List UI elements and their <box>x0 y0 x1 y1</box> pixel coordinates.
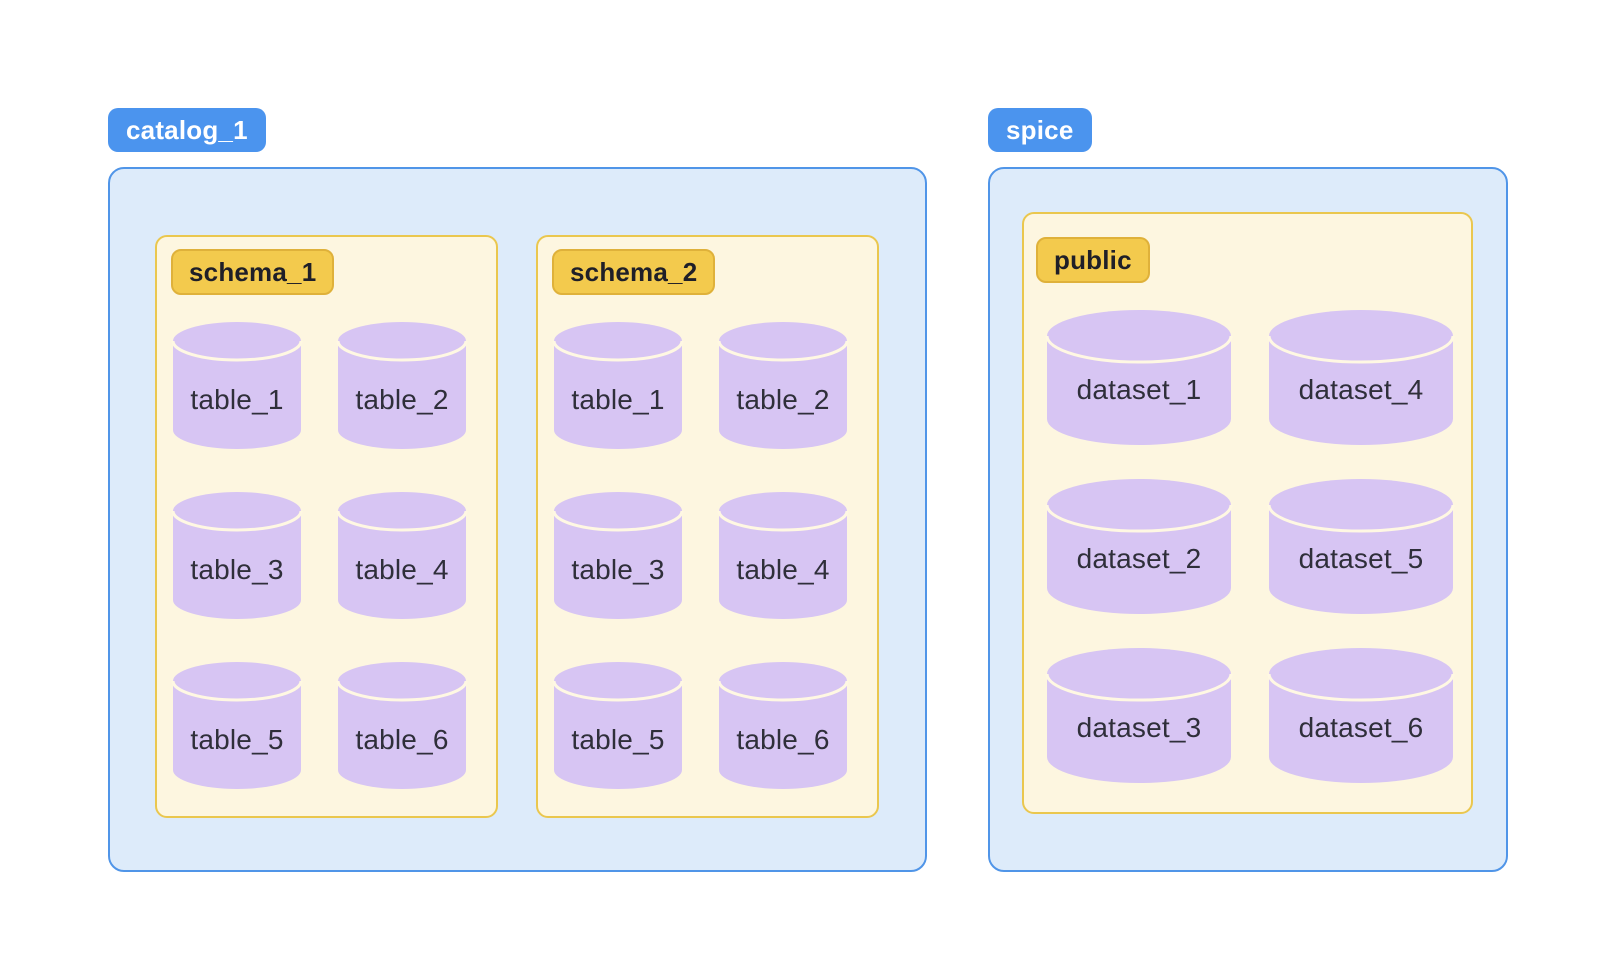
table-cylinder: table_2 <box>336 322 468 449</box>
table-label: table_6 <box>355 723 449 755</box>
table-cylinder: table_4 <box>336 492 468 619</box>
schema-1-badge: schema_1 <box>171 249 335 295</box>
table-label: table_5 <box>571 723 665 755</box>
database-cylinder-icon <box>171 492 303 619</box>
table-cylinder: table_6 <box>717 662 849 789</box>
schema-2-badge: schema_2 <box>552 249 716 295</box>
table-cylinder: table_2 <box>717 322 849 449</box>
table-cylinder: table_1 <box>171 322 303 449</box>
database-cylinder-icon <box>717 662 849 789</box>
table-label: table_2 <box>736 383 830 415</box>
catalog-badge: catalog_1 <box>108 108 266 152</box>
database-cylinder-icon <box>1267 648 1455 783</box>
table-label: table_3 <box>190 553 284 585</box>
schema-1-table-grid: table_1 table_2 tabl <box>171 322 468 789</box>
dataset-label: dataset_4 <box>1298 373 1424 405</box>
table-cylinder: table_5 <box>171 662 303 789</box>
dataset-cylinder: dataset_3 <box>1045 648 1233 783</box>
public-box: public dataset_1 datas <box>1022 212 1473 814</box>
table-label: table_3 <box>571 553 665 585</box>
table-label: table_1 <box>571 383 665 415</box>
table-cylinder: table_1 <box>552 322 684 449</box>
database-cylinder-icon <box>552 662 684 789</box>
database-cylinder-icon <box>717 492 849 619</box>
dataset-cylinder: dataset_5 <box>1267 479 1455 614</box>
dataset-label: dataset_2 <box>1076 542 1202 574</box>
table-cylinder: table_3 <box>552 492 684 619</box>
public-dataset-grid: dataset_1 dataset_4 <box>1045 310 1455 783</box>
schema-1-box: schema_1 table_1 table <box>155 235 498 818</box>
dataset-cylinder: dataset_1 <box>1045 310 1233 445</box>
catalog-1-group: catalog_1 schema_1 table_1 <box>108 108 927 872</box>
database-cylinder-icon <box>717 322 849 449</box>
dataset-label: dataset_5 <box>1298 542 1424 574</box>
table-label: table_4 <box>736 553 830 585</box>
catalog-container: schema_1 table_1 table <box>108 167 927 872</box>
database-hierarchy-diagram: catalog_1 schema_1 table_1 <box>108 108 1508 872</box>
table-label: table_1 <box>190 383 284 415</box>
database-cylinder-icon <box>552 492 684 619</box>
public-badge: public <box>1036 237 1150 283</box>
database-cylinder-icon <box>336 492 468 619</box>
schema-2-table-grid: table_1 table_2 tabl <box>552 322 849 789</box>
database-cylinder-icon <box>1267 479 1455 614</box>
database-cylinder-icon <box>1045 310 1233 445</box>
database-cylinder-icon <box>1045 479 1233 614</box>
spice-container: public dataset_1 datas <box>988 167 1508 872</box>
table-label: table_5 <box>190 723 284 755</box>
table-label: table_4 <box>355 553 449 585</box>
database-cylinder-icon <box>552 322 684 449</box>
database-cylinder-icon <box>171 662 303 789</box>
dataset-cylinder: dataset_2 <box>1045 479 1233 614</box>
schema-2-box: schema_2 table_1 table <box>536 235 879 818</box>
table-cylinder: table_5 <box>552 662 684 789</box>
spice-group: spice public dataset_1 <box>988 108 1508 872</box>
database-cylinder-icon <box>336 662 468 789</box>
dataset-label: dataset_1 <box>1076 373 1202 405</box>
database-cylinder-icon <box>171 322 303 449</box>
table-label: table_2 <box>355 383 449 415</box>
dataset-cylinder: dataset_6 <box>1267 648 1455 783</box>
table-cylinder: table_4 <box>717 492 849 619</box>
table-label: table_6 <box>736 723 830 755</box>
database-cylinder-icon <box>336 322 468 449</box>
table-cylinder: table_6 <box>336 662 468 789</box>
spice-badge: spice <box>988 108 1092 152</box>
database-cylinder-icon <box>1045 648 1233 783</box>
database-cylinder-icon <box>1267 310 1455 445</box>
dataset-label: dataset_3 <box>1076 711 1202 743</box>
table-cylinder: table_3 <box>171 492 303 619</box>
dataset-cylinder: dataset_4 <box>1267 310 1455 445</box>
dataset-label: dataset_6 <box>1298 711 1424 743</box>
